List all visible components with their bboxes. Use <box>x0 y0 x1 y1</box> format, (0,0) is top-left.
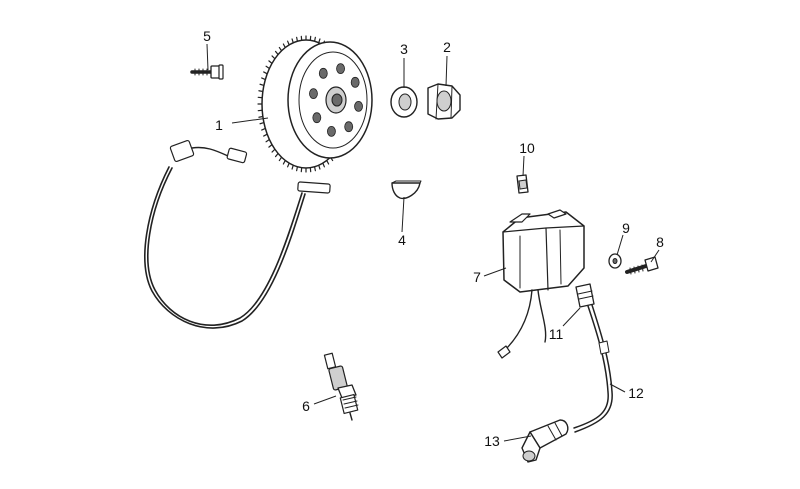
rotor-hole <box>350 76 360 88</box>
leader-12 <box>609 383 626 393</box>
callout-5: 5 <box>203 28 211 44</box>
flywheel-rotor[interactable] <box>257 35 373 173</box>
leader-9 <box>616 234 624 256</box>
leader-13 <box>503 435 532 442</box>
flywheel-washer[interactable] <box>390 86 418 118</box>
wire-clip[interactable] <box>516 174 529 194</box>
leader-5 <box>206 43 209 71</box>
cdi-ignition-unit[interactable] <box>497 209 585 359</box>
flywheel-nut[interactable] <box>427 83 461 120</box>
hv-connector[interactable] <box>575 283 595 308</box>
spark-plug[interactable] <box>323 352 359 421</box>
callout-10: 10 <box>519 140 535 156</box>
callout-11: 11 <box>549 326 564 342</box>
leader-4 <box>401 196 405 233</box>
cdi-bolt[interactable] <box>625 256 659 275</box>
rotor-hole <box>344 121 354 133</box>
callout-1: 1 <box>215 117 223 133</box>
cdi-washer[interactable] <box>608 253 622 269</box>
rotor-hole <box>312 112 322 124</box>
callout-6: 6 <box>302 398 310 414</box>
callout-8: 8 <box>656 234 664 250</box>
ht-lead[interactable] <box>573 304 613 433</box>
spark-plug-cap[interactable] <box>521 419 569 463</box>
leader-10 <box>522 155 525 177</box>
pickup-sensor-wire[interactable] <box>144 140 331 329</box>
mounting-screw[interactable] <box>190 64 224 80</box>
rotor-hole <box>327 125 336 137</box>
callout-7: 7 <box>473 269 481 285</box>
callout-4: 4 <box>398 232 406 248</box>
leader-7 <box>483 267 507 277</box>
leader-6 <box>313 395 337 405</box>
rotor-hole <box>336 63 345 75</box>
callout-labels: 1 2 3 4 5 6 7 8 9 10 11 12 13 <box>203 28 664 449</box>
callout-2: 2 <box>443 39 451 55</box>
woodruff-key[interactable] <box>391 180 422 200</box>
rotor-hole <box>309 88 318 100</box>
leader-lines <box>206 43 660 442</box>
callout-12: 12 <box>628 385 644 401</box>
leader-1 <box>231 117 269 124</box>
callout-9: 9 <box>622 220 630 236</box>
callout-13: 13 <box>484 433 500 449</box>
rotor-hole <box>354 100 363 112</box>
leader-2 <box>445 55 448 87</box>
leader-8 <box>650 249 660 263</box>
callout-3: 3 <box>400 41 408 57</box>
rotor-hole <box>318 67 328 79</box>
leader-11 <box>562 307 581 327</box>
